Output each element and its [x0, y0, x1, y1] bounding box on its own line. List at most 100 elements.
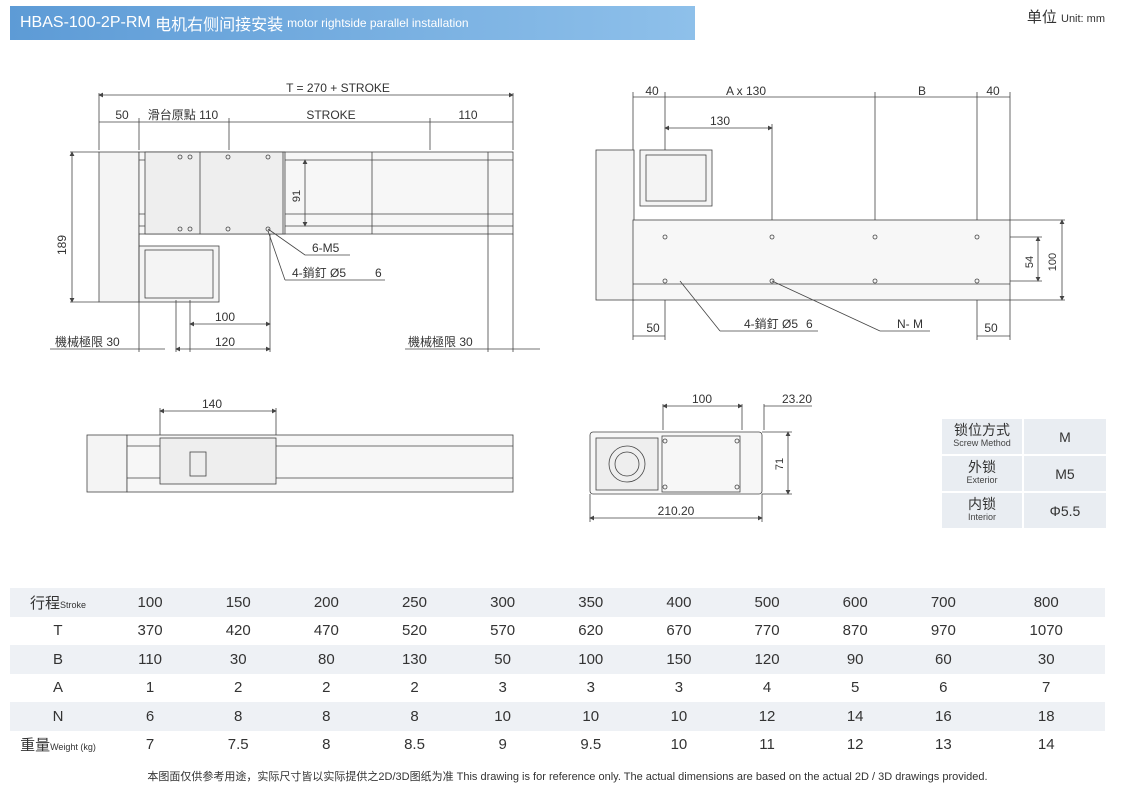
spec-cell: 600 — [811, 588, 900, 617]
spec-cell: 150 — [194, 588, 283, 617]
spec-cell: 30 — [987, 645, 1105, 674]
thread-label: 6-M5 — [312, 241, 340, 255]
lock-value: M — [1024, 419, 1106, 454]
side-dim-130: 130 — [710, 114, 730, 128]
spec-cell: 14 — [811, 702, 900, 731]
spec-cell: 970 — [899, 616, 988, 645]
spec-cell: 700 — [899, 588, 988, 617]
spec-cell: 500 — [722, 588, 812, 617]
spec-cell: 16 — [899, 702, 988, 731]
spec-cell: 8 — [282, 702, 371, 731]
spec-cell: 90 — [811, 645, 900, 674]
spec-cell: 30 — [194, 645, 283, 674]
spec-cell: 120 — [722, 645, 812, 674]
unit-en: Unit: mm — [1061, 13, 1105, 25]
pin-label: 4-銷釘 Ø5 — [292, 265, 346, 280]
spec-cell: 1070 — [987, 616, 1105, 645]
spec-row-header: B — [10, 645, 106, 674]
spec-cell: 620 — [546, 616, 635, 645]
spec-cell: 80 — [282, 645, 371, 674]
end-dim-71: 71 — [774, 458, 786, 470]
spec-cell: 400 — [634, 588, 723, 617]
limit-right: 機械極限 30 — [408, 334, 473, 349]
spec-cell: 670 — [634, 616, 723, 645]
spec-cell: 200 — [282, 588, 371, 617]
dim-total: T = 270 + STROKE — [286, 81, 390, 95]
end-view: 100 23.20 71 210.20 — [589, 392, 812, 522]
spec-cell: 420 — [194, 616, 283, 645]
spec-cell: 1 — [106, 673, 195, 702]
side-dim-b: B — [918, 84, 926, 98]
spec-cell: 570 — [458, 616, 547, 645]
unit-cn: 单位 — [1026, 9, 1057, 26]
spec-cell: 350 — [546, 588, 635, 617]
spec-cell: 520 — [370, 616, 459, 645]
pin-depth: 6 — [375, 266, 382, 280]
side-nm-label: N- M — [897, 317, 923, 331]
technical-drawing: T = 270 + STROKE 50 滑台原點 110 STROKE 110 … — [50, 81, 1065, 522]
side-dim-54: 54 — [1024, 256, 1036, 268]
spec-row-header: T — [10, 616, 106, 645]
side-dim-50-right: 50 — [984, 321, 998, 335]
spec-row-header: 重量Weight (kg) — [10, 730, 106, 759]
dim-50: 50 — [115, 108, 129, 122]
spec-cell: 2 — [194, 673, 283, 702]
spec-cell: 5 — [811, 673, 900, 702]
dim-91: 91 — [291, 190, 303, 202]
side-dim-100: 100 — [1047, 253, 1059, 271]
spec-row-header: N — [10, 702, 106, 731]
side-pin-label: 4-銷釘 Ø5 — [744, 316, 798, 331]
spec-cell: 50 — [458, 645, 547, 674]
spec-cell: 8 — [370, 702, 459, 731]
spec-row-header: A — [10, 673, 106, 702]
spec-cell: 110 — [106, 645, 195, 674]
spec-row-header: 行程Stroke — [10, 588, 106, 617]
spec-cell: 10 — [546, 702, 635, 731]
spec-cell: 770 — [722, 616, 812, 645]
spec-cell: 9.5 — [546, 730, 635, 759]
spec-cell: 10 — [458, 702, 547, 731]
dim-189: 189 — [55, 235, 69, 255]
spec-cell: 12 — [811, 730, 900, 759]
spec-cell: 8.5 — [370, 730, 459, 759]
spec-cell: 100 — [546, 645, 635, 674]
spec-cell: 13 — [899, 730, 988, 759]
title-bar: HBAS-100-2P-RM 电机右侧间接安装 motor rightside … — [10, 6, 695, 40]
spec-cell: 3 — [634, 673, 723, 702]
bottom-view: 140 — [86, 397, 514, 493]
spec-cell: 800 — [987, 588, 1105, 617]
end-dim-210-20: 210.20 — [658, 504, 695, 518]
spec-cell: 7.5 — [194, 730, 283, 759]
spec-cell: 10 — [634, 730, 723, 759]
spec-cell: 370 — [106, 616, 195, 645]
side-dim-40-right: 40 — [986, 84, 1000, 98]
side-pin-depth: 6 — [806, 317, 813, 331]
title-en: motor rightside parallel installation — [287, 16, 469, 30]
spec-cell: 2 — [282, 673, 371, 702]
side-dim-50-left: 50 — [646, 321, 660, 335]
spec-cell: 150 — [634, 645, 723, 674]
spec-cell: 130 — [370, 645, 459, 674]
side-dim-a: A x 130 — [726, 84, 766, 98]
spec-cell: 9 — [458, 730, 547, 759]
spec-cell: 4 — [722, 673, 812, 702]
dim-100: 100 — [215, 310, 235, 324]
spec-cell: 14 — [987, 730, 1105, 759]
spec-cell: 8 — [194, 702, 283, 731]
spec-cell: 2 — [370, 673, 459, 702]
footer-note: 本图面仅供参考用途，实际尺寸皆以实际提供之2D/3D图纸为准 This draw… — [147, 771, 988, 783]
end-dim-100: 100 — [692, 392, 712, 406]
spec-cell: 100 — [106, 588, 195, 617]
spec-cell: 3 — [546, 673, 635, 702]
dim-140: 140 — [202, 397, 222, 411]
dim-origin: 滑台原點 110 — [148, 107, 219, 122]
model-name: HBAS-100-2P-RM — [20, 14, 151, 31]
